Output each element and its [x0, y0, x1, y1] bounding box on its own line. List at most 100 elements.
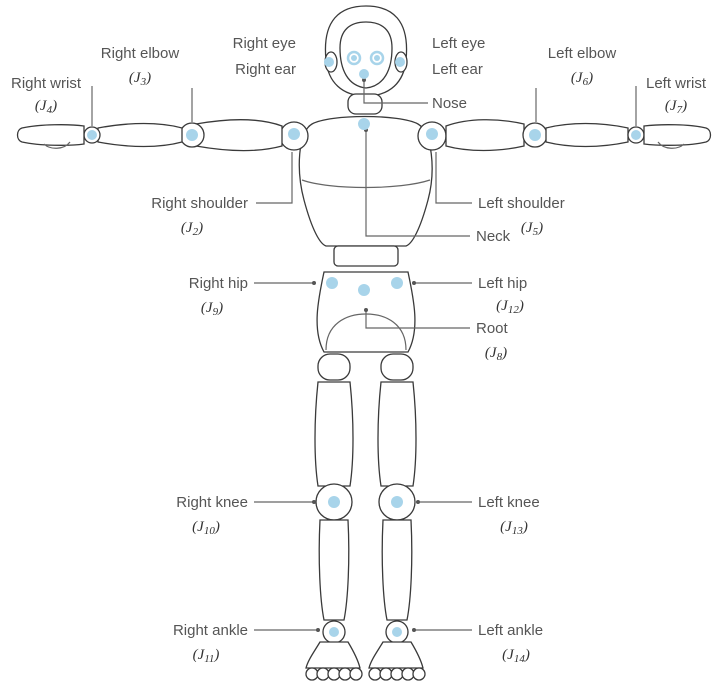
id-left-hip: (J12) — [496, 298, 524, 316]
leader-dot — [364, 308, 368, 312]
paren-close: ) — [217, 300, 223, 316]
joint-dot-right-wrist — [87, 130, 97, 140]
leader-dot — [412, 628, 416, 632]
id-main: J — [526, 220, 534, 236]
toe — [390, 667, 404, 681]
id-right-knee: (J10) — [192, 519, 220, 537]
id-main: J — [501, 298, 509, 314]
leader-root — [365, 310, 470, 329]
joint-dot-right-hip — [326, 277, 338, 289]
id-sub: 10 — [204, 525, 216, 537]
paren-open: ( — [485, 345, 491, 361]
paren-open: ( — [502, 647, 508, 663]
waist-segment — [333, 245, 399, 267]
left-eye-ring — [369, 50, 385, 66]
label-left-knee: Left knee — [478, 494, 540, 511]
label-right-shoulder: Right shoulder — [151, 195, 248, 212]
left-shin — [381, 519, 413, 621]
leader-dot — [416, 500, 420, 504]
right-eye-ring — [346, 50, 362, 66]
leader-dot — [316, 628, 320, 632]
label-left-eye: Left eye — [432, 35, 485, 52]
paren-close: ) — [501, 345, 507, 361]
id-right-elbow: (J3) — [129, 70, 151, 88]
id-sub: 3 — [140, 76, 147, 88]
paren-open: ( — [665, 98, 671, 114]
id-main: J — [505, 519, 513, 535]
id-left-wrist: (J7) — [665, 98, 687, 116]
id-main: J — [576, 70, 584, 86]
right-hip-socket — [317, 353, 351, 381]
paren-close: ) — [214, 519, 220, 535]
joint-dot-right-ankle — [329, 627, 339, 637]
id-left-elbow: (J6) — [571, 70, 593, 88]
label-left-elbow: Left elbow — [548, 45, 617, 62]
paren-open: ( — [129, 70, 135, 86]
toe — [368, 667, 382, 681]
joint-dot-nose — [359, 69, 369, 79]
paren-close: ) — [518, 298, 524, 314]
label-left-ear: Left ear — [432, 61, 483, 78]
label-right-wrist: Right wrist — [11, 75, 82, 92]
toe — [349, 667, 363, 681]
leader-dot — [312, 281, 316, 285]
id-main: J — [507, 647, 515, 663]
leader-neck — [365, 130, 470, 237]
id-sub: 6 — [583, 76, 589, 88]
id-right-hip: (J9) — [201, 300, 223, 318]
toe — [412, 667, 426, 681]
leader-lines — [91, 78, 637, 632]
right-hand-thumb — [43, 141, 71, 149]
id-main: J — [206, 300, 214, 316]
right-thigh — [314, 381, 354, 487]
id-main: J — [40, 98, 48, 114]
joint-dot-root — [358, 284, 370, 296]
joint-dot-left-elbow — [529, 129, 541, 141]
toe — [379, 667, 393, 681]
label-left-wrist: Left wrist — [646, 75, 707, 92]
paren-close: ) — [522, 519, 528, 535]
joint-markers — [87, 55, 641, 637]
paren-close: ) — [51, 98, 57, 114]
label-right-knee: Right knee — [176, 494, 248, 511]
paren-open: ( — [192, 519, 198, 535]
id-main: J — [197, 519, 205, 535]
toe — [401, 667, 415, 681]
leader-right-shoulder — [256, 152, 293, 204]
label-right-ear: Right ear — [235, 61, 296, 78]
id-sub: 4 — [47, 104, 53, 116]
paren-open: ( — [201, 300, 207, 316]
id-sub: 14 — [514, 653, 526, 665]
id-sub: 9 — [213, 306, 219, 318]
paren-open: ( — [35, 98, 41, 114]
id-main: J — [134, 70, 142, 86]
right-foot — [305, 641, 361, 669]
left-hip-socket — [380, 353, 414, 381]
joint-dot-left-shoulder — [426, 128, 438, 140]
id-main: J — [670, 98, 678, 114]
id-root: (J8) — [485, 345, 507, 363]
right-toes — [305, 667, 363, 681]
id-left-knee: (J13) — [500, 519, 528, 537]
id-sub: 7 — [677, 104, 683, 116]
paren-close: ) — [587, 70, 593, 86]
label-root: Root — [476, 320, 509, 337]
left-foot — [368, 641, 424, 669]
leader-dot — [412, 281, 416, 285]
paren-open: ( — [193, 647, 199, 663]
paren-close: ) — [197, 220, 203, 236]
right-forearm — [97, 122, 183, 148]
joint-dot-right-shoulder — [288, 128, 300, 140]
joint-labels: Right eye Right ear Left eye Left ear No… — [11, 35, 707, 665]
leader-dot — [312, 500, 316, 504]
label-left-ankle: Left ankle — [478, 622, 543, 639]
label-right-ankle: Right ankle — [173, 622, 248, 639]
leader-left-shoulder — [435, 152, 472, 204]
joint-dot-neck — [358, 118, 370, 130]
label-neck: Neck — [476, 228, 511, 245]
joint-dot-left-ankle — [392, 627, 402, 637]
id-sub: 13 — [512, 525, 524, 537]
toe — [327, 667, 341, 681]
joint-dot-right-ear — [324, 57, 334, 67]
